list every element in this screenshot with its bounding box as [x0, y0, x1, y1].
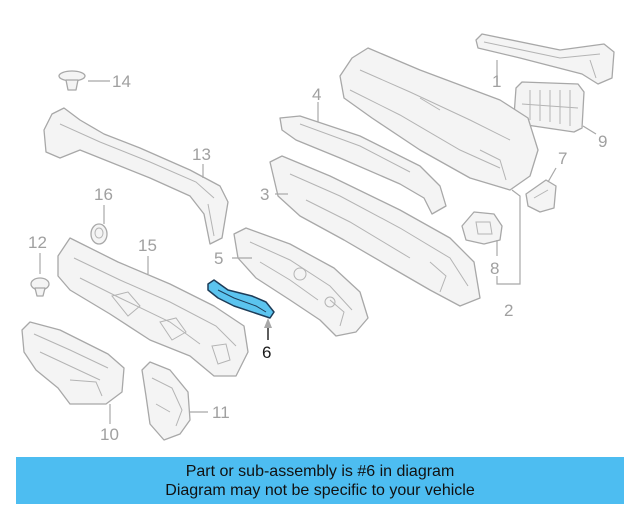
part-3-dash-panel: [269, 155, 481, 307]
callout-15: 15: [138, 236, 157, 255]
callout-13: 13: [192, 145, 211, 164]
callout-2: 2: [504, 301, 513, 320]
part-6-highlighted-bracket: [207, 279, 275, 319]
part-4-cowl-panel: [279, 47, 539, 215]
part-9-vent-grille: [513, 81, 585, 133]
leader-lines: [39, 60, 597, 424]
part-15-dash-silencer: [57, 237, 249, 377]
callout-7: 7: [558, 149, 567, 168]
callout-1: 1: [492, 72, 501, 91]
part-16-grommet: [90, 223, 108, 245]
part-8-insulator: [461, 211, 503, 245]
banner-line-1: Part or sub-assembly is #6 in diagram: [185, 462, 455, 480]
callout-3: 3: [260, 185, 269, 204]
callout-11: 11: [212, 403, 230, 422]
callout-12: 12: [28, 233, 47, 252]
part-12-push-pin: [30, 277, 50, 297]
callout-8: 8: [490, 259, 499, 278]
banner-line-2: Diagram may not be specific to your vehi…: [165, 481, 475, 499]
parts-diagram: 1 2 3 4 5 7 8 9 10 11 12 13 14 15 16 6: [21, 33, 615, 444]
callout-6: 6: [262, 343, 271, 362]
part-10-lower-silencer: [21, 321, 125, 405]
part-1-cowl-top: [475, 33, 615, 85]
part-5-dash-insulator: [233, 227, 369, 337]
callout-labels: 1 2 3 4 5 7 8 9 10 11 12 13 14 15 16: [28, 72, 607, 444]
part-13-side-rail: [43, 107, 229, 245]
info-banner: Part or sub-assembly is #6 in diagram Di…: [16, 457, 624, 504]
part-14-clip: [58, 70, 86, 91]
part-7-bracket: [525, 179, 557, 213]
callout-4: 4: [312, 85, 321, 104]
part-11-lower-bracket: [141, 361, 191, 441]
callout-14: 14: [112, 72, 131, 91]
callout-16: 16: [94, 185, 113, 204]
callout-10: 10: [100, 425, 119, 444]
callout-6-highlighted: 6: [262, 318, 272, 362]
callout-5: 5: [214, 249, 223, 268]
callout-9: 9: [598, 132, 607, 151]
